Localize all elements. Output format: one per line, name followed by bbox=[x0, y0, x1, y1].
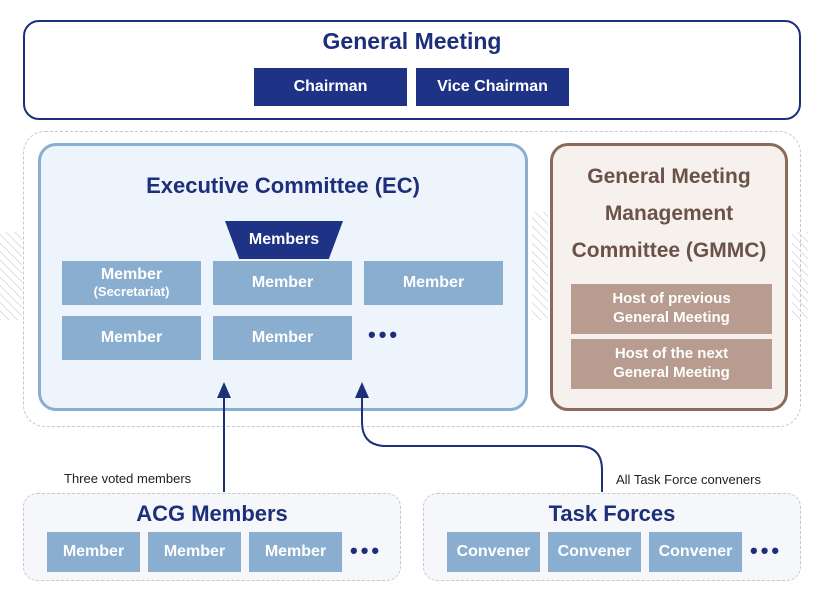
gmmc-title-line: Committee (GMMC) bbox=[571, 239, 767, 262]
task-forces-more-ellipsis: ••• bbox=[750, 538, 783, 563]
executive-committee-title: Executive Committee (EC) bbox=[146, 173, 420, 198]
ec-member: Member bbox=[364, 261, 503, 305]
gmmc-item-line: Host of previous bbox=[612, 290, 731, 308]
ec-more-ellipsis: ••• bbox=[368, 322, 401, 347]
ec-member-secretariat: Member (Secretariat) bbox=[62, 261, 201, 305]
decorative-hatch-right bbox=[792, 232, 808, 320]
acg-more-ellipsis: ••• bbox=[350, 538, 383, 563]
vice-chairman-box: Vice Chairman bbox=[416, 68, 569, 106]
general-meeting-title: General Meeting bbox=[322, 28, 502, 54]
task-forces-title: Task Forces bbox=[548, 501, 676, 526]
gmmc-title-line: General Meeting bbox=[587, 165, 751, 188]
acg-member: Member bbox=[47, 532, 140, 572]
task-force-convener: Convener bbox=[649, 532, 742, 572]
task-force-convener: Convener bbox=[447, 532, 540, 572]
ec-member: Member bbox=[62, 316, 201, 360]
general-meeting-box bbox=[23, 20, 801, 120]
gmmc-title-line: Management bbox=[604, 202, 734, 225]
acg-arrow-label: Three voted members bbox=[64, 471, 192, 486]
decorative-hatch-left bbox=[0, 232, 22, 320]
ec-member: Member bbox=[213, 316, 352, 360]
gmmc-item-line: General Meeting bbox=[613, 364, 730, 381]
acg-member: Member bbox=[148, 532, 241, 572]
gmmc-item-line: General Meeting bbox=[613, 309, 730, 326]
gmmc-host-next: Host of the next General Meeting bbox=[571, 339, 772, 389]
decorative-hatch-middle bbox=[532, 212, 548, 320]
acg-members-title: ACG Members bbox=[136, 501, 288, 526]
gmmc-host-previous: Host of previous General Meeting bbox=[571, 284, 772, 334]
ec-member: Member bbox=[213, 261, 352, 305]
task-forces-arrow-label: All Task Force conveners bbox=[616, 472, 761, 487]
members-tab: Members bbox=[225, 221, 343, 259]
task-force-convener: Convener bbox=[548, 532, 641, 572]
acg-member: Member bbox=[249, 532, 342, 572]
ec-member-sublabel: (Secretariat) bbox=[93, 283, 170, 299]
ec-member-label: Member bbox=[100, 266, 163, 284]
gmmc-title: General Meeting Management Committee (GM… bbox=[550, 158, 788, 269]
chairman-box: Chairman bbox=[254, 68, 407, 106]
gmmc-item-line: Host of the next bbox=[614, 345, 729, 363]
